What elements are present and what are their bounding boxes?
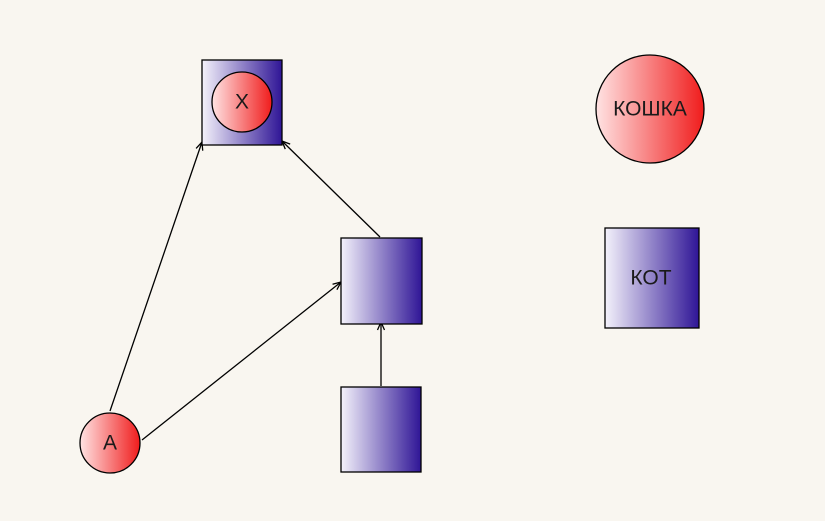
node-koshka-circle xyxy=(595,54,705,164)
node-mid-box[interactable] xyxy=(340,237,423,325)
node-a-label: A xyxy=(103,432,117,455)
node-a-circle xyxy=(79,412,141,474)
edge-a-to-x xyxy=(109,142,202,412)
node-bottom-box[interactable] xyxy=(340,386,422,473)
edge-mid-box-to-x xyxy=(282,141,381,238)
node-koshka[interactable]: КОШКА xyxy=(595,54,705,164)
node-x[interactable]: X xyxy=(201,59,283,146)
edges xyxy=(109,141,381,441)
node-bottom-box-square xyxy=(340,386,422,473)
edge-a-to-mid-box xyxy=(141,282,341,441)
node-kot[interactable]: КОТ xyxy=(604,227,700,329)
node-kot-square xyxy=(604,227,700,329)
node-a[interactable]: A xyxy=(79,412,141,474)
node-kot-label: КОТ xyxy=(630,267,671,290)
node-koshka-label: КОШКА xyxy=(613,98,687,121)
node-x-label: X xyxy=(235,91,249,114)
node-mid-box-square xyxy=(340,237,423,325)
node-x-circle xyxy=(211,71,273,133)
